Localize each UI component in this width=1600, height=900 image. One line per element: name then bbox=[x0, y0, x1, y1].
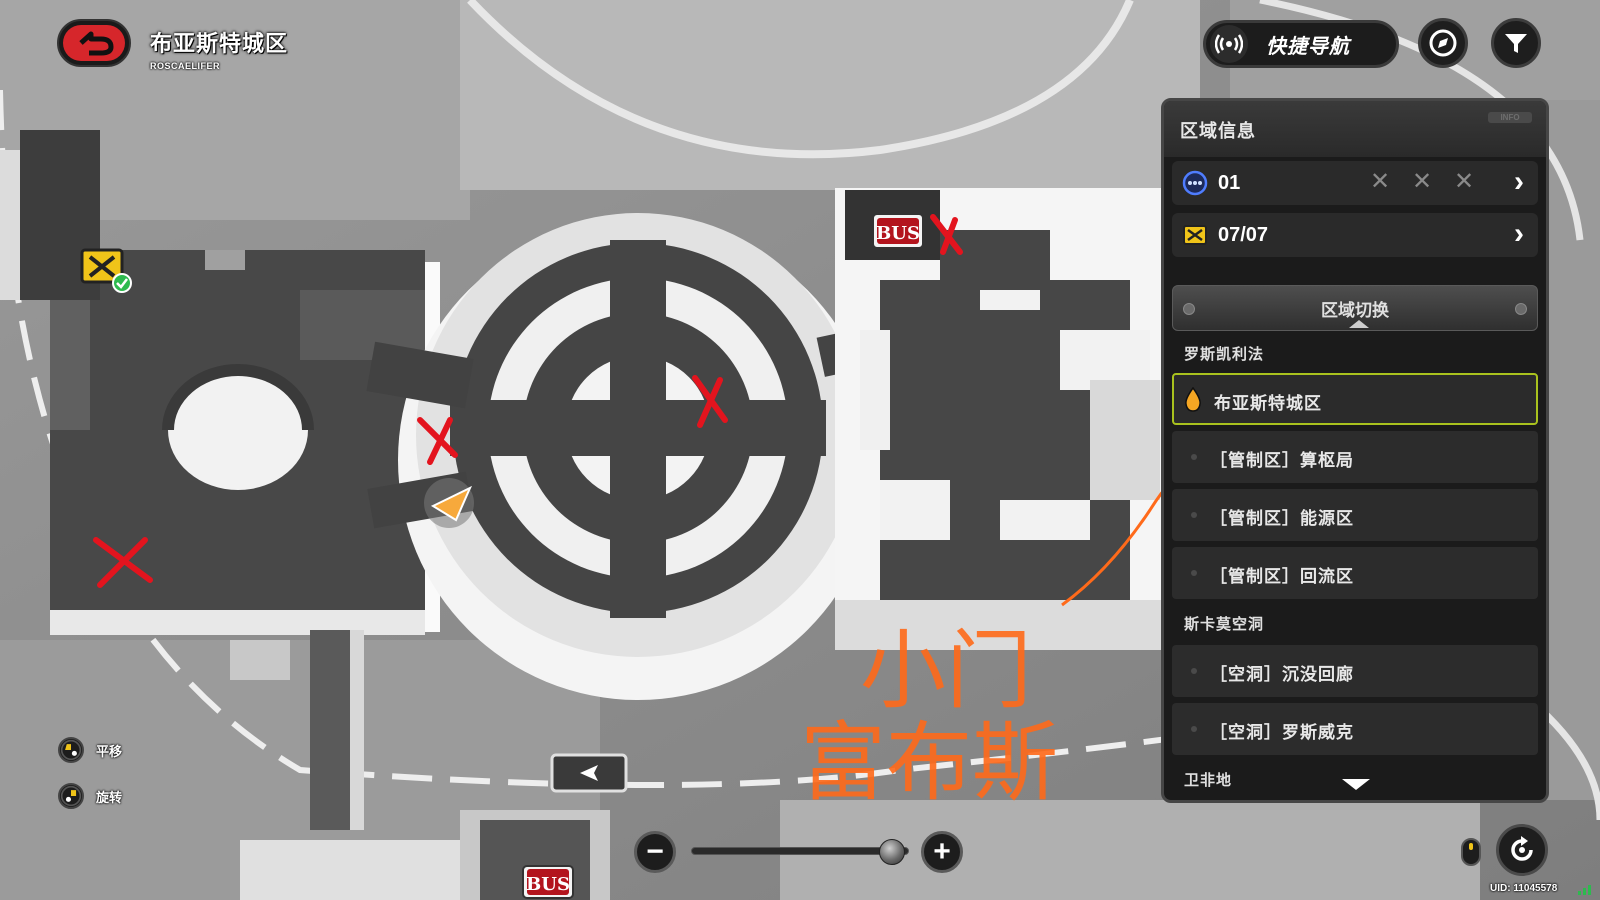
bullet-dot bbox=[1191, 570, 1197, 576]
zone-item-label: ［空洞］罗斯威克 bbox=[1210, 723, 1354, 742]
bus-stop-label: BUS bbox=[876, 223, 920, 244]
broadcast-icon bbox=[1210, 25, 1248, 63]
user-id-label: UID: 11045578 bbox=[1490, 883, 1558, 894]
zone-item-active[interactable]: 布亚斯特城区 bbox=[1172, 373, 1538, 425]
zone-item[interactable]: ［空洞］沉没回廊 bbox=[1172, 645, 1538, 697]
region-group-label: 罗斯凯利法 bbox=[1184, 346, 1265, 363]
bus-stop-label: BUS bbox=[526, 874, 570, 895]
ring-plaza bbox=[366, 213, 894, 700]
control-hint-label: 旋转 bbox=[96, 789, 123, 805]
region-switch-label: 区域切换 bbox=[1321, 301, 1389, 320]
building-east bbox=[835, 188, 1165, 650]
zone-item[interactable]: ［管制区］回流区 bbox=[1172, 547, 1538, 599]
mouse-pan-icon bbox=[58, 737, 84, 763]
compass-icon bbox=[1429, 29, 1457, 57]
zone-item-label: ［管制区］回流区 bbox=[1210, 567, 1354, 586]
bullet-dot bbox=[1191, 668, 1197, 674]
location-pin-icon bbox=[1185, 387, 1201, 412]
info-row-value: 01 bbox=[1218, 171, 1241, 194]
annotation-text-line1: 小门 bbox=[860, 621, 1032, 721]
map-direction-arrow-icon[interactable] bbox=[550, 753, 628, 793]
quick-nav-label: 快捷导航 bbox=[1266, 35, 1350, 58]
decor-dot bbox=[1515, 303, 1527, 315]
region-group-label: 卫非地 bbox=[1184, 772, 1233, 789]
empty-slot-mark: ✕ bbox=[1454, 168, 1475, 195]
compass-button[interactable] bbox=[1418, 18, 1468, 68]
bullet-dot bbox=[1191, 512, 1197, 518]
region-switch-toggle[interactable]: 区域切换 bbox=[1172, 285, 1538, 331]
bullet-dot bbox=[1191, 726, 1197, 732]
panel-header: 区域信息 INFO bbox=[1164, 101, 1546, 157]
bus-stop-marker-north[interactable]: BUS bbox=[872, 213, 924, 249]
dots-circle-icon bbox=[1182, 170, 1208, 196]
chevron-up-icon bbox=[1349, 320, 1369, 328]
info-row-crates[interactable]: 07/07 › bbox=[1172, 213, 1538, 257]
supply-crate-marker[interactable] bbox=[80, 248, 132, 293]
zoom-out-button[interactable]: − bbox=[634, 831, 676, 873]
bullet-dot bbox=[1191, 454, 1197, 460]
page-title: 布亚斯特城区 bbox=[150, 31, 289, 56]
info-row-progress[interactable]: 01 ✕ ✕ ✕ › bbox=[1172, 161, 1538, 205]
building-west bbox=[0, 130, 440, 830]
zone-item[interactable]: ［管制区］算枢局 bbox=[1172, 431, 1538, 483]
quick-nav-button[interactable]: 快捷导航 bbox=[1203, 20, 1399, 68]
bus-stop-marker-south[interactable]: BUS bbox=[522, 865, 574, 899]
chevron-down-icon[interactable] bbox=[1342, 779, 1370, 790]
zone-item[interactable]: ［管制区］能源区 bbox=[1172, 489, 1538, 541]
zone-item-label: ［空洞］沉没回廊 bbox=[1210, 665, 1354, 684]
panel-tag: INFO bbox=[1488, 112, 1532, 123]
filter-button[interactable] bbox=[1491, 18, 1541, 68]
signal-strength-icon bbox=[1578, 885, 1591, 895]
page-subtitle: ROSCAELIFER bbox=[150, 61, 221, 71]
zoom-in-button[interactable]: + bbox=[921, 831, 963, 873]
region-info-panel: 区域信息 INFO 01 ✕ ✕ ✕ › 07/07 › 区域切换 bbox=[1161, 98, 1549, 803]
empty-slot-mark: ✕ bbox=[1370, 168, 1391, 195]
info-row-value: 07/07 bbox=[1218, 223, 1269, 246]
annotation-text-line2: 富布斯 bbox=[800, 713, 1058, 813]
empty-slot-mark: ✕ bbox=[1412, 168, 1433, 195]
control-hint-pan: 平移 bbox=[58, 737, 122, 763]
region-group-label: 斯卡莫空洞 bbox=[1184, 616, 1265, 633]
player-position-marker bbox=[424, 478, 474, 528]
zoom-slider-track[interactable] bbox=[691, 847, 909, 855]
filter-icon bbox=[1505, 34, 1527, 53]
back-button[interactable] bbox=[55, 17, 133, 69]
chevron-right-icon: › bbox=[1514, 165, 1524, 198]
control-hint-label: 平移 bbox=[96, 743, 123, 759]
refresh-icon bbox=[1511, 836, 1533, 861]
zone-item-label: ［管制区］能源区 bbox=[1210, 509, 1354, 528]
decor-dot bbox=[1183, 303, 1195, 315]
zoom-slider-handle[interactable] bbox=[878, 839, 905, 865]
zone-item-label: ［管制区］算枢局 bbox=[1210, 451, 1354, 470]
mouse-rotate-icon bbox=[58, 783, 84, 809]
chevron-right-icon: › bbox=[1514, 217, 1524, 250]
panel-title: 区域信息 bbox=[1180, 121, 1256, 141]
zone-item-label: 布亚斯特城区 bbox=[1214, 394, 1322, 413]
mouse-icon bbox=[1461, 838, 1481, 866]
reset-view-button[interactable] bbox=[1496, 824, 1548, 876]
zone-item[interactable]: ［空洞］罗斯威克 bbox=[1172, 703, 1538, 755]
crate-icon bbox=[1183, 225, 1207, 245]
control-hint-rotate: 旋转 bbox=[58, 783, 122, 809]
